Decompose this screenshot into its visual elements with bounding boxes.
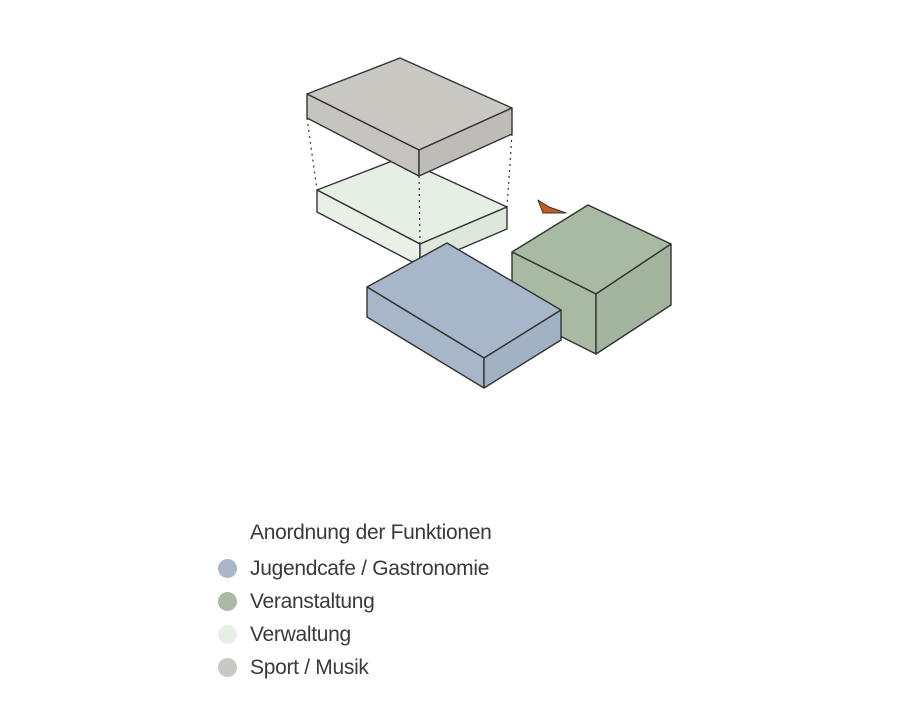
block-jugendcafe-gastronomie — [366, 242, 562, 389]
vertical-projection-lines — [306, 117, 513, 245]
block-veranstaltung — [511, 204, 672, 355]
legend-label: Verwaltung — [250, 622, 351, 646]
legend-label: Veranstaltung — [250, 589, 375, 613]
legend: Anordnung der Funktionen Jugendcafe / Ga… — [218, 518, 618, 684]
functions-axonometric-diagram — [306, 57, 672, 389]
legend-label: Sport / Musik — [250, 655, 369, 679]
legend-swatch-icon — [218, 658, 237, 677]
legend-item-jugendcafe: Jugendcafe / Gastronomie — [218, 552, 618, 585]
block-sport-musik — [306, 57, 513, 177]
legend-swatch-icon — [218, 625, 237, 644]
legend-item-veranstaltung: Veranstaltung — [218, 585, 618, 618]
entrance-arrow-icon — [537, 199, 567, 214]
legend-title: Anordnung der Funktionen — [250, 521, 492, 544]
legend-label: Jugendcafe / Gastronomie — [250, 556, 490, 580]
legend-swatch-icon — [218, 592, 237, 611]
legend-item-verwaltung: Verwaltung — [218, 618, 618, 651]
legend-swatch-icon — [218, 559, 237, 578]
legend-item-sport-musik: Sport / Musik — [218, 651, 618, 684]
block-verwaltung — [316, 157, 508, 267]
